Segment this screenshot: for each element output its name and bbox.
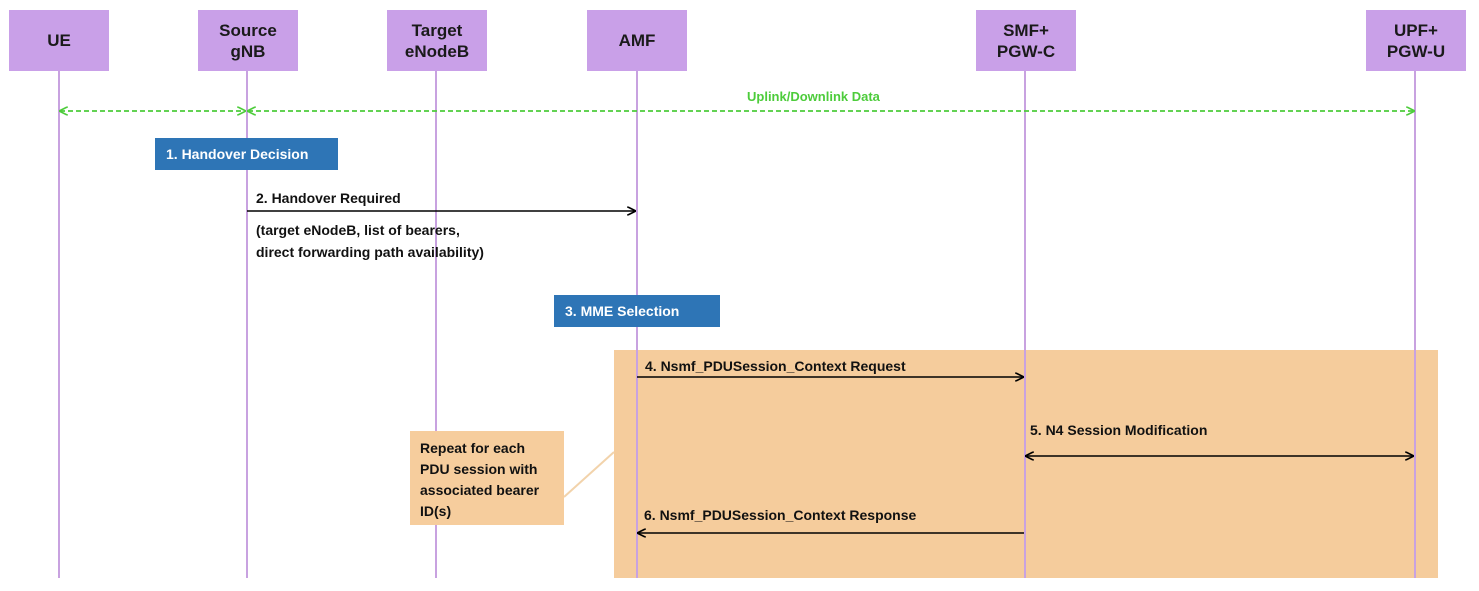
repeat-region <box>614 350 1438 578</box>
lifeline-source-gnb <box>246 71 248 578</box>
repeat-note-line-1: Repeat for each <box>420 440 526 456</box>
data-flow-label: Uplink/Downlink Data <box>747 89 880 104</box>
handover-required-params-2: direct forwarding path availability) <box>256 244 484 260</box>
repeat-note-line-3: associated bearer <box>420 482 540 498</box>
repeat-note-connector <box>563 451 615 498</box>
entity-source-gnb-label-1: Source <box>219 20 277 40</box>
entity-target-enodeb: Target eNodeB <box>387 10 487 71</box>
step-handover-decision: 1. Handover Decision <box>155 138 338 170</box>
entity-target-enodeb-label-1: Target <box>411 20 463 40</box>
context-request-label: 4. Nsmf_PDUSession_Context Request <box>645 358 906 374</box>
entity-smf-pgw-c-label-2: PGW-C <box>996 41 1056 61</box>
entity-ue-label: UE <box>47 31 71 50</box>
lifeline-ue <box>58 71 60 578</box>
step-mme-selection: 3. MME Selection <box>554 295 720 327</box>
repeat-note-line-4: ID(s) <box>420 503 452 519</box>
entity-upf-pgw-u: UPF+ PGW-U <box>1366 10 1466 71</box>
step-handover-decision-label: 1. Handover Decision <box>166 146 309 162</box>
handover-required-params-1: (target eNodeB, list of bearers, <box>256 222 460 238</box>
entity-source-gnb-label-2: gNB <box>230 41 266 61</box>
entity-upf-pgw-u-label-2: PGW-U <box>1386 41 1446 61</box>
lifeline-smf-pgw-c <box>1024 71 1026 578</box>
entity-upf-pgw-u-label-1: UPF+ <box>1394 20 1438 40</box>
entity-amf: AMF <box>587 10 687 71</box>
step-mme-selection-label: 3. MME Selection <box>565 303 680 319</box>
entity-ue: UE <box>9 10 109 71</box>
entity-smf-pgw-c-label-1: SMF+ <box>1003 20 1049 40</box>
n4-session-modification-label: 5. N4 Session Modification <box>1030 422 1208 438</box>
lifeline-target-enodeb <box>435 71 437 578</box>
entity-smf-pgw-c: SMF+ PGW-C <box>976 10 1076 71</box>
repeat-note-line-2: PDU session with <box>420 461 538 477</box>
entity-target-enodeb-label-2: eNodeB <box>404 41 470 61</box>
entity-source-gnb: Source gNB <box>198 10 298 71</box>
lifeline-upf-pgw-u <box>1414 71 1416 578</box>
repeat-note: Repeat for each PDU session with associa… <box>410 431 564 525</box>
handover-required-label: 2. Handover Required <box>256 190 401 206</box>
context-response-label: 6. Nsmf_PDUSession_Context Response <box>644 507 917 523</box>
entity-amf-label: AMF <box>618 31 656 50</box>
